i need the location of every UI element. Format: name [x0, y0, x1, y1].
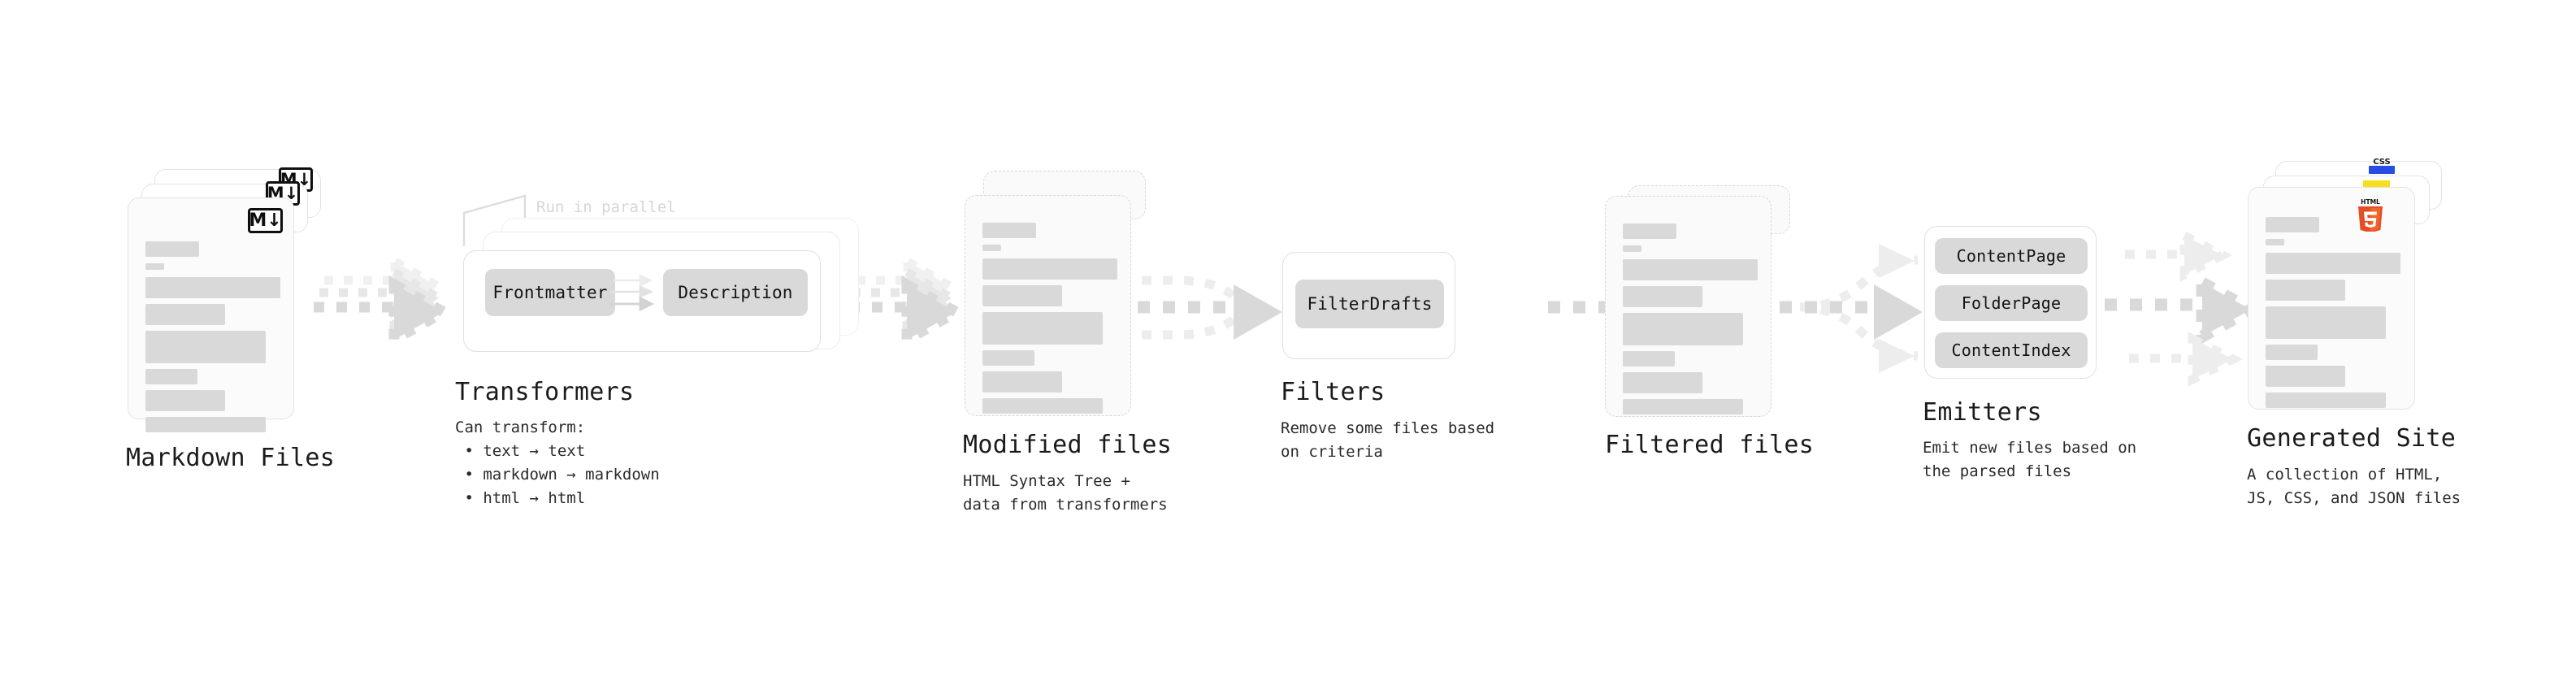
- content-bar: [982, 258, 1117, 280]
- content-bar: [2266, 253, 2400, 274]
- content-bar: [145, 304, 225, 325]
- arrow-modified-to-filters: [1138, 275, 1282, 340]
- filters-box: FilterDrafts: [1282, 252, 1455, 359]
- content-bar: [1623, 313, 1743, 345]
- generated-card-front: HTML: [2248, 187, 2415, 410]
- stage-title-emitters: Emitters: [1923, 398, 2042, 427]
- content-bar: [1623, 245, 1641, 252]
- stage-title-transformers: Transformers: [455, 378, 635, 406]
- content-bar: [145, 331, 266, 363]
- content-bar: [1623, 372, 1702, 393]
- markdown-badge-front: M↓: [248, 208, 283, 233]
- emitters-box: ContentPage FolderPage ContentIndex: [1924, 226, 2097, 379]
- content-bar: [145, 369, 197, 384]
- content-bar: [982, 371, 1062, 393]
- content-bar: [145, 263, 164, 270]
- content-bar: [145, 241, 199, 257]
- svg-text:HTML: HTML: [2361, 198, 2380, 206]
- chip-contentpage[interactable]: ContentPage: [1935, 238, 2088, 274]
- transformer-box-front: Frontmatter Description: [463, 250, 821, 352]
- stage-title-filtered: Filtered files: [1605, 431, 1815, 459]
- arrow-markdown-to-transformers: [314, 254, 455, 349]
- content-bar: [2266, 366, 2345, 387]
- content-bar: [1623, 223, 1676, 239]
- html5-icon: HTML: [2356, 197, 2385, 233]
- chip-folderpage[interactable]: FolderPage: [1935, 285, 2088, 321]
- stage-desc-filters: Remove some files based on criteria: [1281, 419, 1495, 461]
- modified-card-front: [965, 195, 1131, 416]
- content-bar: [982, 350, 1034, 366]
- content-bar: [1623, 399, 1743, 414]
- stage-title-markdown: Markdown Files: [126, 444, 336, 472]
- stage-title-modified: Modified files: [963, 431, 1173, 459]
- content-bar: [145, 277, 280, 298]
- content-bar: [982, 223, 1036, 238]
- content-bar: [145, 417, 266, 432]
- content-bar: [2266, 280, 2345, 301]
- stage-desc-emitters: Emit new files based on the parsed files: [1923, 439, 2137, 480]
- filtered-card-front: [1605, 196, 1772, 417]
- chip-frontmatter[interactable]: Frontmatter: [485, 269, 615, 316]
- content-bar: [982, 245, 1001, 251]
- stage-desc-transformers: Can transform: • text → text • markdown …: [455, 419, 660, 507]
- parallel-label: Run in parallel: [536, 198, 676, 216]
- content-bar: [982, 285, 1062, 306]
- chip-description[interactable]: Description: [663, 269, 808, 316]
- arrow-filtered-to-emitters: [1780, 244, 1923, 373]
- content-bar: [2266, 217, 2319, 232]
- content-bar: [2266, 306, 2386, 339]
- stage-desc-generated: A collection of HTML, JS, CSS, and JSON …: [2247, 466, 2461, 507]
- content-bar: [1623, 286, 1702, 307]
- content-bar: [2266, 393, 2386, 408]
- chip-contentindex[interactable]: ContentIndex: [1935, 332, 2088, 368]
- content-bar: [145, 390, 225, 411]
- content-bar: [982, 312, 1103, 345]
- content-bar: [1623, 259, 1758, 280]
- stage-title-filters: Filters: [1281, 378, 1386, 406]
- arrow-emitters-to-site: [2105, 228, 2264, 387]
- chip-filterdrafts[interactable]: FilterDrafts: [1295, 280, 1444, 328]
- content-bar: [2266, 239, 2284, 245]
- content-bar: [1623, 351, 1675, 367]
- markdown-card-front: M↓: [128, 197, 294, 432]
- content-bar: [982, 398, 1103, 414]
- stage-title-generated: Generated Site: [2247, 424, 2457, 453]
- content-bar: [2266, 345, 2318, 360]
- stage-desc-modified: HTML Syntax Tree + data from transformer…: [963, 472, 1168, 514]
- css-badge: CSS: [2369, 158, 2395, 174]
